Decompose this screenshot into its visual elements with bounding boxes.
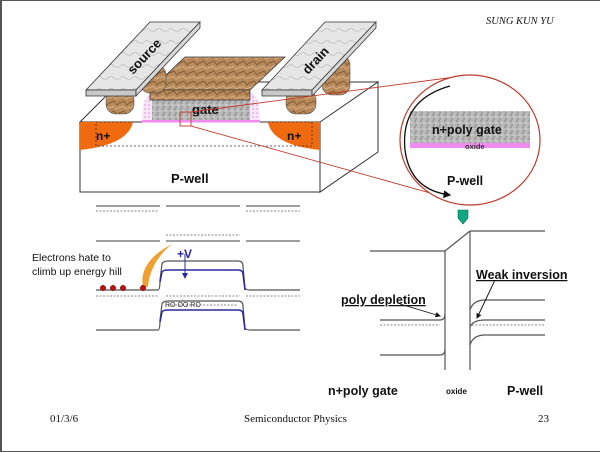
inset-gate-label: n+poly gate: [432, 123, 502, 137]
valence-band: [96, 300, 300, 331]
poly-depletion-label: poly depletion: [341, 293, 426, 307]
electron-icon: [110, 285, 116, 291]
electrons-caption-line1: Electrons hate to: [32, 252, 111, 264]
page-number: 23: [538, 413, 549, 425]
inset-oxide: [410, 143, 530, 148]
electron-hop-arrow-icon: [142, 244, 172, 287]
region-label-oxide: oxide: [446, 387, 467, 396]
zoom-inset: n+poly gate oxide P-well: [399, 74, 541, 206]
conduction-band-shifted: [159, 269, 246, 291]
electron-icon: [120, 285, 126, 291]
n-plus-region-right: [268, 122, 320, 150]
conduction-band: [96, 260, 300, 291]
inset-pwell-label: P-well: [447, 174, 483, 188]
gate-label: gate: [192, 102, 219, 117]
zoom-marker: [179, 111, 192, 127]
poly-depletion-arrow-icon: [399, 303, 441, 318]
pwell-label: P-well: [171, 171, 209, 186]
weak-inversion-label: Weak inversion: [476, 268, 567, 282]
inset-oxide-label: oxide: [465, 142, 485, 151]
electron-icon: [140, 285, 146, 291]
poly-gate: [152, 100, 250, 120]
weak-inversion-arrow-icon: [476, 279, 496, 319]
electron-icon: [100, 285, 106, 291]
n-plus-label-right: n+: [287, 129, 301, 143]
svg-text:RO OO RO: RO OO RO: [165, 302, 201, 309]
footer-date: 01/3/6: [50, 413, 79, 425]
n-plus-region-left: [80, 122, 133, 150]
curved-arrow-icon: [403, 85, 452, 199]
inset-poly-gate: [410, 111, 530, 143]
gate-oxide: [142, 120, 260, 123]
author-name: SUNG KUN YU: [486, 16, 554, 27]
electrons: [100, 285, 146, 291]
mosfet-device: n+ n+ P-well gate source drain: [78, 20, 380, 193]
footer-title: Semiconductor Physics: [244, 413, 347, 425]
valence-band-shifted: [159, 309, 246, 331]
zoom-connector-bottom: [190, 125, 456, 201]
region-label-gate: n+poly gate: [328, 384, 398, 398]
electrons-caption-line2: climb up energy hill: [32, 266, 122, 278]
zoom-connector-top: [190, 76, 456, 113]
band-diagram-left: RO OO RO +V Electrons hate to climb up e…: [32, 205, 300, 331]
band-diagram-right: [370, 230, 545, 370]
down-arrow-icon: [457, 209, 469, 225]
n-plus-label-left: n+: [96, 129, 110, 143]
region-label-pwell: P-well: [507, 384, 543, 398]
